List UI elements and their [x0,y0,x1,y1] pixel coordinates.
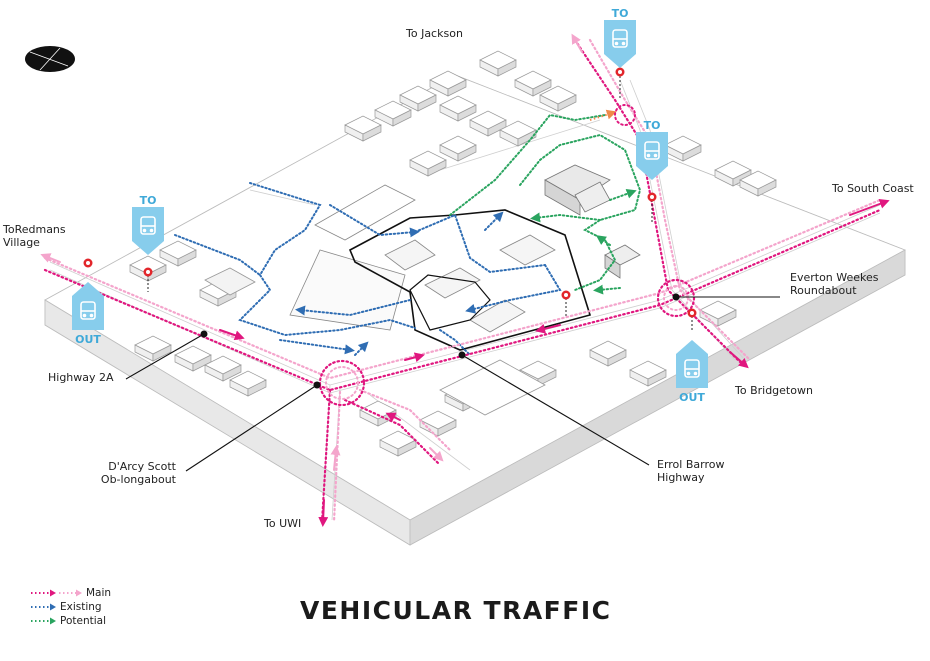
stop-marker [687,308,697,318]
bus-to-label: TO [612,7,629,20]
label-to-uwi: To UWI [264,517,302,530]
label-to-jackson: To Jackson [406,27,463,40]
bus-out-label: OUT [75,333,101,346]
bus-to-label: TO [644,119,661,132]
label-to-bridgetown: To Bridgetown [735,384,813,397]
site-boundary-inner [409,274,491,331]
bus-to-north: TO [604,7,636,68]
bus-icon [644,141,660,160]
legend-label-main: Main [86,587,112,599]
bus-icon [684,359,700,378]
site-boundary [348,209,592,351]
bus-out-label: OUT [679,391,705,404]
existing-routes [174,182,562,356]
potential-routes [449,113,642,295]
legend-label-existing: Existing [60,601,102,613]
stop-marker [83,258,93,268]
bus-icon [612,29,628,48]
bus-out-south: OUT [676,340,708,404]
legend-swatch-existing [31,603,56,611]
buildings [129,50,777,457]
stop-marker [143,267,153,277]
label-errol-barrow: Errol Barrow Highway [657,458,725,484]
bus-stop-markers [83,67,697,318]
leader-lines [125,296,780,472]
legend-label-potential: Potential [60,615,106,627]
north-arrow-icon [25,46,75,72]
label-everton-weekes: Everton Weekes Roundabout [790,271,879,297]
bus-to-east: TO [636,119,668,180]
stop-marker [615,67,625,77]
bus-stop-stems [147,76,693,330]
main-routes [40,33,890,527]
label-darcy-scott: D'Arcy Scott Ob-longabout [100,460,176,486]
label-to-south-coast: To South Coast [832,182,914,195]
bus-icon [80,301,96,320]
bus-icon [140,216,156,235]
leader-dots [200,293,680,389]
label-highway-2a: Highway 2A [48,371,114,384]
stop-marker [561,290,571,300]
bus-to-label: TO [140,194,157,207]
legend-swatch-main [31,589,82,597]
stop-marker [647,192,657,202]
bus-to-west: TO [132,194,164,255]
legend-swatch-potential [31,617,56,625]
label-to-redmans: ToRedmans Village [3,223,66,249]
page-title: VEHICULAR TRAFFIC [300,596,612,625]
bus-out-west: OUT [72,282,104,346]
